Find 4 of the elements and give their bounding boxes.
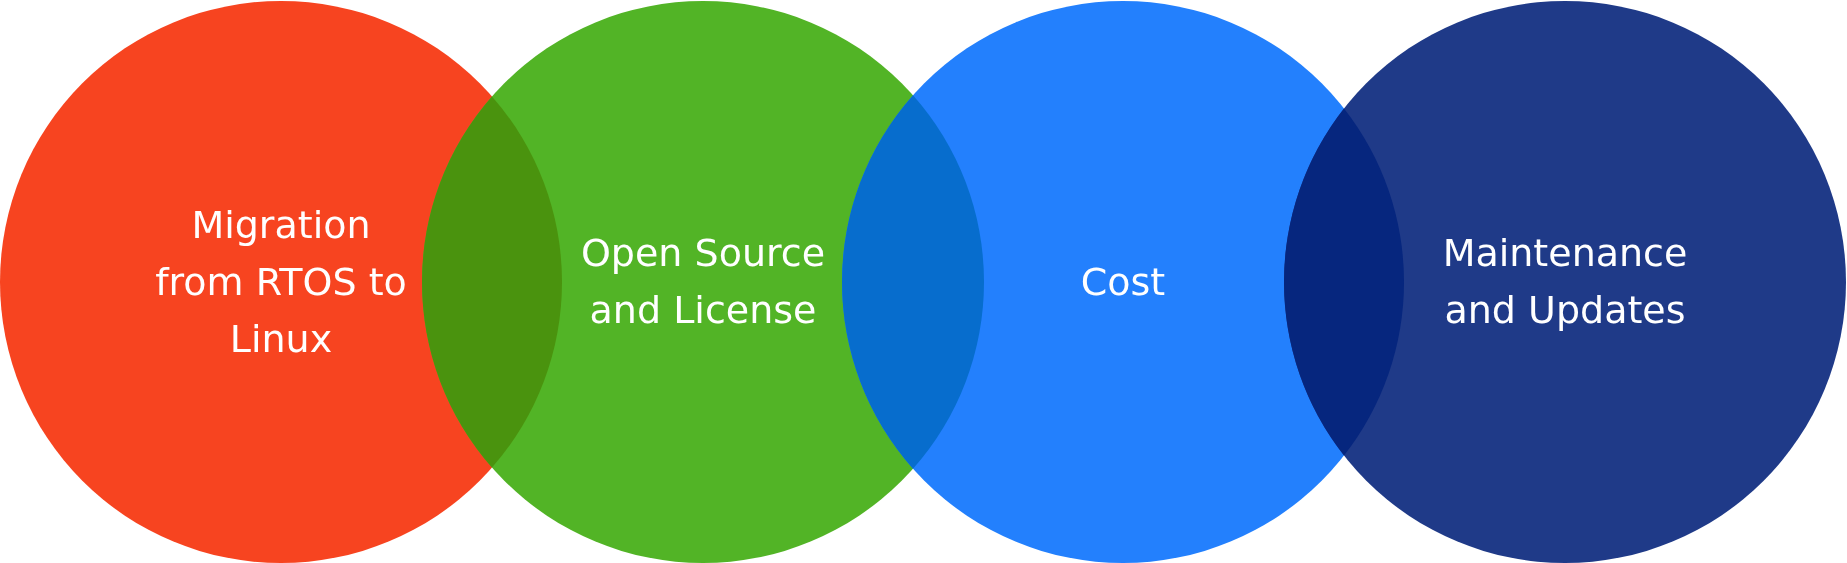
circle-label: Maintenance and Updates [1441, 230, 1689, 334]
circle-label: Open Source and License [579, 230, 827, 334]
circle-label: Migration from RTOS to Linux [154, 201, 408, 363]
circle-label: Cost [1080, 258, 1166, 306]
